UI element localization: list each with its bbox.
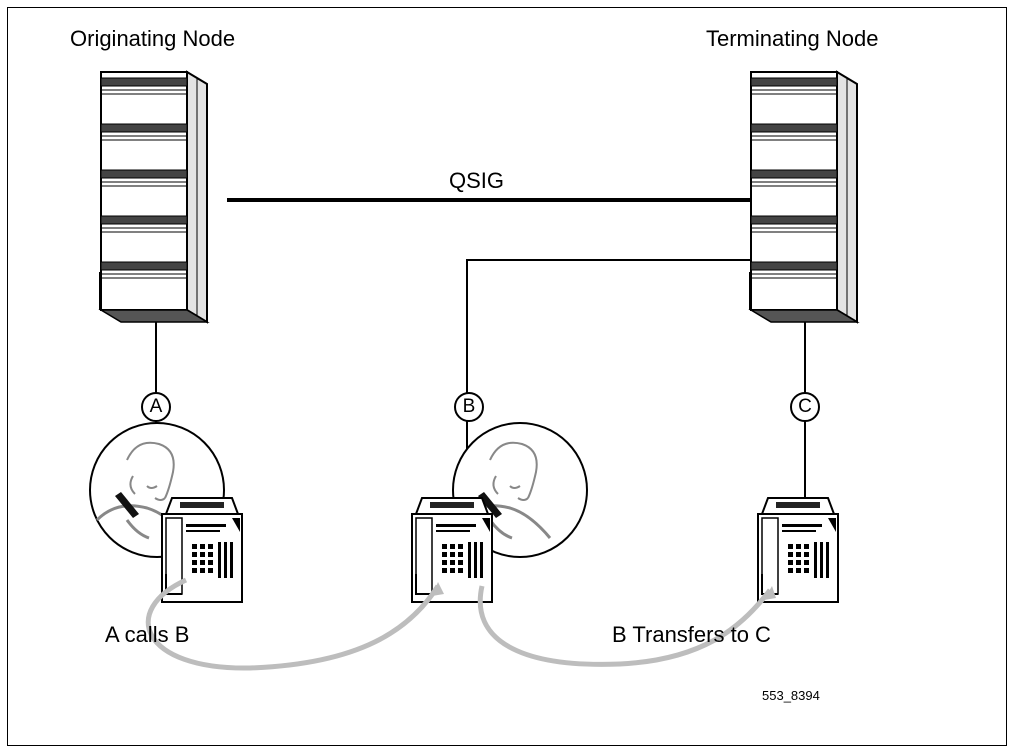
diagram-border <box>7 7 1007 746</box>
figure-id: 553_8394 <box>762 688 820 703</box>
line-b <box>466 259 751 393</box>
qsig-label: QSIG <box>449 168 505 193</box>
caption-a-calls-b: A calls B <box>105 622 190 647</box>
transfer-arrow-b-to-c <box>477 585 772 667</box>
originating-node-icon <box>98 71 208 323</box>
party-a-label: A <box>149 396 163 417</box>
party-a-marker <box>141 392 171 422</box>
party-b-label: B <box>462 396 476 417</box>
party-c-label: C <box>798 396 812 417</box>
party-b-marker <box>454 392 484 422</box>
originating-node-label: Originating Node <box>70 26 236 51</box>
terminating-node-icon <box>748 71 858 323</box>
caption-b-transfers: B Transfers to C <box>612 622 771 647</box>
terminating-node-label: Terminating Node <box>706 26 879 51</box>
phone-c-icon <box>757 497 839 603</box>
call-arrow-a-to-b <box>145 577 441 671</box>
party-c-marker <box>790 392 820 422</box>
